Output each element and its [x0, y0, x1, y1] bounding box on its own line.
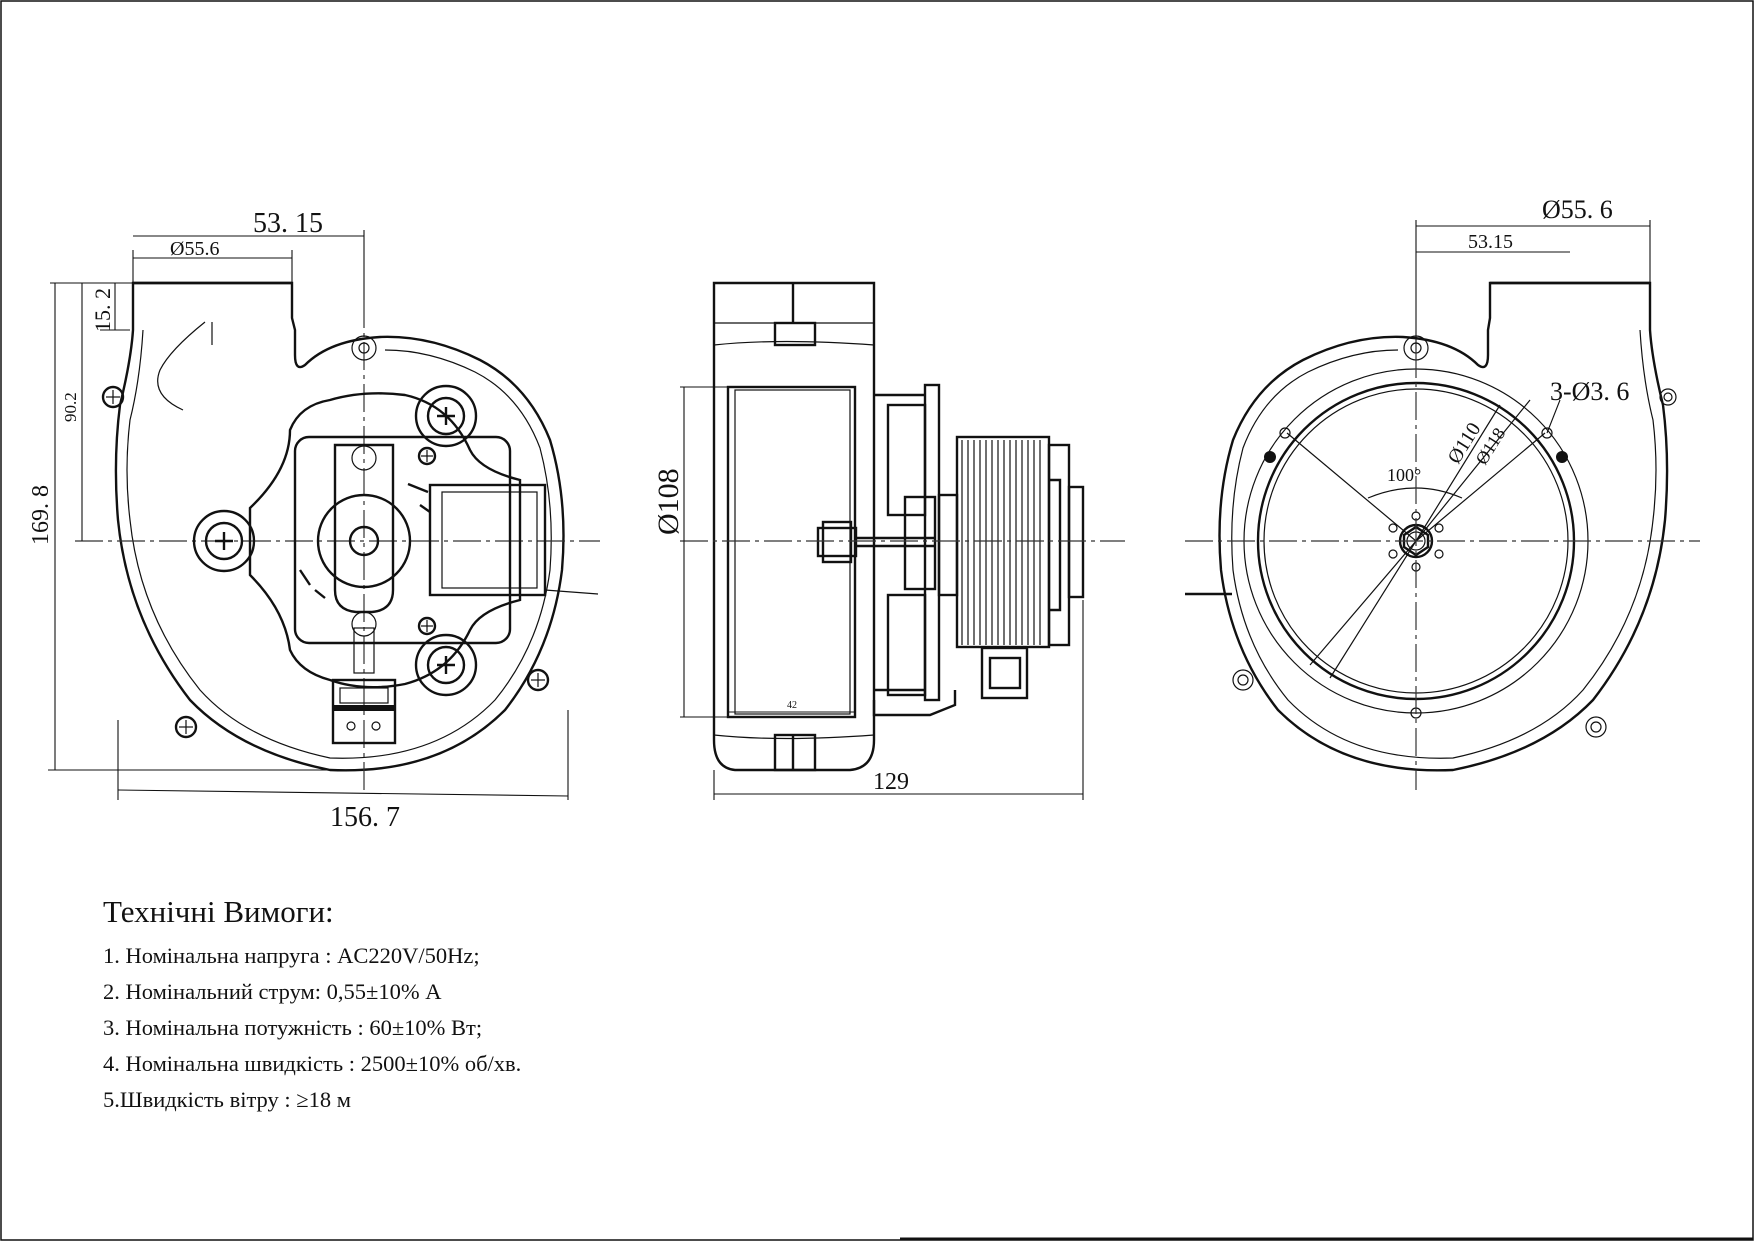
front-stator-plate	[248, 392, 522, 689]
front-screw-top	[414, 384, 478, 448]
front-screw-left	[192, 509, 256, 573]
front-bracket	[333, 443, 395, 614]
side-housing	[712, 281, 876, 772]
side-view: Ø108 42 129	[652, 281, 1125, 800]
dim-side-wheel-dia: Ø108	[652, 468, 685, 535]
requirement-item: 2. Номінальний струм: 0,55±10% А	[103, 979, 442, 1004]
dim-rear-top-width: 53.15	[1468, 231, 1513, 253]
dim-side-small: 42	[787, 700, 797, 711]
dim-front-total-height: 169. 8	[28, 485, 54, 545]
dim-front-total-width: 156. 7	[330, 802, 400, 833]
requirement-item: 5.Швидкість вітру : ≥18 м	[103, 1087, 351, 1112]
rear-view: Ø55. 6 53.15 3-Ø3. 6 Ø110 Ø118 100°	[1185, 195, 1700, 790]
front-view: Ø55.6 53. 15 15. 2 90.2 169. 8 156. 7	[28, 208, 600, 833]
dim-front-top-width: 53. 15	[253, 208, 323, 239]
front-housing-outline	[114, 281, 565, 772]
requirement-item: 1. Номінальна напруга : AC220V/50Hz;	[103, 943, 480, 968]
front-outlet-curve	[157, 321, 206, 411]
requirements-title: Технічні Вимоги:	[103, 894, 334, 929]
front-housing-inner	[126, 329, 552, 759]
side-mount-plate	[923, 383, 941, 702]
dim-front-outlet-height: 15. 2	[90, 288, 115, 332]
front-rotor-outer	[316, 493, 412, 589]
dim-front-outlet-dia: Ø55.6	[170, 238, 219, 260]
front-ear-holes	[101, 335, 550, 739]
dim-rear-angle: 100°	[1387, 465, 1421, 485]
dim-front-center-height: 90.2	[61, 392, 80, 422]
dim-rear-holes: 3-Ø3. 6	[1550, 377, 1629, 406]
front-screw-bottom	[414, 633, 478, 697]
front-coil	[428, 483, 547, 597]
front-terminal-block	[331, 678, 397, 745]
side-coil-stack	[955, 435, 1051, 649]
dim-rear-outlet-dia: Ø55. 6	[1542, 195, 1613, 224]
technical-requirements: Технічні Вимоги: 1. Номінальна напруга :…	[103, 892, 1003, 1118]
dim-side-total-length: 129	[873, 769, 909, 795]
front-coil-frame	[293, 435, 512, 645]
requirement-item: 4. Номінальна швидкість : 2500±10% об/хв…	[103, 1051, 522, 1076]
front-rotor-hub	[348, 525, 380, 557]
rear-housing-outline	[1218, 281, 1669, 772]
side-wheel	[726, 385, 857, 719]
requirement-item: 3. Номінальна потужність : 60±10% Вт;	[103, 1015, 483, 1040]
